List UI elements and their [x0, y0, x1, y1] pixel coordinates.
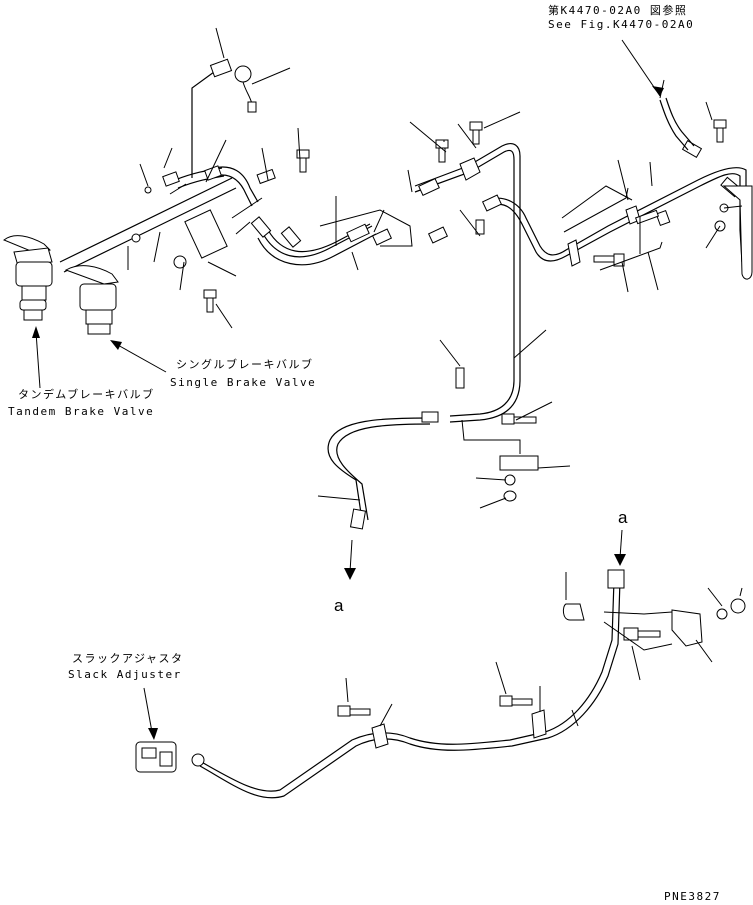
lower-end-fitting — [191, 753, 205, 767]
single-brake-valve-label-jp: シングルブレーキバルブ — [176, 358, 314, 371]
fitting-1 — [162, 171, 180, 187]
tandem-brake-valve-label-en: Tandem Brake Valve — [8, 405, 155, 418]
connector-label-upper: a — [618, 508, 628, 527]
fitting-4 — [250, 216, 272, 238]
fitting-3 — [256, 168, 276, 185]
leaders-lower — [345, 572, 743, 727]
washer-2 — [131, 233, 141, 243]
lower-nut — [730, 598, 746, 614]
lower-bracket — [671, 609, 703, 647]
bolt-a — [296, 149, 310, 173]
bracket-block — [184, 209, 228, 259]
leaders-upper — [127, 27, 743, 509]
pipe-center-top — [414, 143, 521, 340]
fitting-vertical — [455, 367, 465, 389]
pipe-to-center-2 — [267, 223, 371, 253]
pipe-right-run — [487, 167, 749, 263]
washer-4 — [503, 490, 517, 502]
bolt-c — [469, 121, 483, 145]
bolt-f — [634, 209, 671, 226]
fitting-7 — [371, 228, 393, 246]
nut-left — [173, 255, 187, 269]
flex-hose — [327, 417, 431, 521]
connector-a-arrowhead-upper — [614, 554, 626, 566]
pressure-switch-body — [209, 58, 233, 78]
single-arrowhead — [110, 340, 122, 350]
drawing-number: PNE3827 — [664, 890, 721, 903]
switch-cable — [191, 71, 215, 178]
collar — [475, 219, 485, 235]
reference-label-en: See Fig.K4470-02A0 — [548, 18, 695, 31]
washer-1 — [144, 186, 152, 194]
lower-clamp-1 — [371, 723, 389, 749]
lower-bolt-1 — [337, 705, 371, 717]
tandem-brake-valve — [3, 235, 53, 321]
slack-arrowhead — [148, 728, 158, 740]
bolt-g — [593, 253, 625, 267]
slack-adjuster-label-jp: スラックアジャスタ — [72, 652, 184, 665]
connector-label-lower: a — [334, 596, 344, 615]
group-line-hose — [461, 419, 521, 454]
bracket-lower-center — [499, 455, 539, 471]
lower-top-fitting — [607, 569, 625, 589]
bolt-e — [203, 289, 217, 313]
pipe-vertical-drop — [449, 340, 521, 423]
slack-adjuster-label-en: Slack Adjuster — [68, 668, 182, 681]
bolt-d — [713, 119, 727, 143]
lower-washer — [716, 608, 728, 620]
fitting-11 — [681, 139, 703, 159]
switch-connector — [247, 101, 257, 113]
group-line-right — [561, 185, 663, 271]
fitting-9 — [427, 226, 449, 244]
single-leader — [115, 343, 167, 373]
lower-pipe-assembly — [135, 569, 746, 799]
fitting-hose-end — [421, 411, 439, 423]
tandem-brake-valve-label-jp: タンデムブレーキバルブ — [18, 388, 155, 401]
clamp-mid — [567, 239, 581, 267]
tandem-arrowhead — [32, 326, 40, 338]
bracket-right-long — [722, 185, 753, 280]
lower-bolt-3 — [623, 627, 661, 641]
upper-pipe-assembly — [59, 27, 753, 530]
group-line-center — [319, 209, 413, 247]
ref-pipe — [659, 97, 695, 151]
switch-lead — [242, 81, 253, 105]
pressure-switch-cap — [234, 65, 252, 83]
clamp-center — [459, 157, 481, 181]
bolt-b — [435, 139, 449, 163]
fitting-8 — [418, 178, 440, 196]
u-clip — [562, 603, 585, 621]
ref-arrowhead — [652, 86, 664, 96]
fitting-hose-lower — [349, 508, 367, 530]
fitting-6 — [346, 223, 370, 243]
lower-bolt-2 — [499, 695, 533, 707]
tandem-leader — [35, 331, 41, 389]
washer-3 — [504, 474, 516, 486]
valve-mount-rail — [59, 177, 237, 273]
connector-a-arrowhead-lower — [344, 568, 356, 580]
connector-a-arrow-upper — [619, 529, 623, 559]
connector-a-arrow-lower — [349, 539, 353, 573]
bolt-h — [501, 413, 537, 425]
slack-leader — [143, 687, 153, 733]
lower-clamp-2 — [531, 709, 547, 739]
reference-label-jp: 第K4470-02A0 図参照 — [548, 4, 688, 17]
pipe-to-center — [257, 225, 377, 266]
single-brake-valve — [64, 265, 119, 335]
single-brake-valve-label-en: Single Brake Valve — [170, 376, 317, 389]
fitting-10 — [481, 194, 503, 212]
slack-adjuster — [135, 741, 177, 773]
fitting-5 — [280, 226, 302, 248]
lower-pipe — [197, 579, 621, 799]
